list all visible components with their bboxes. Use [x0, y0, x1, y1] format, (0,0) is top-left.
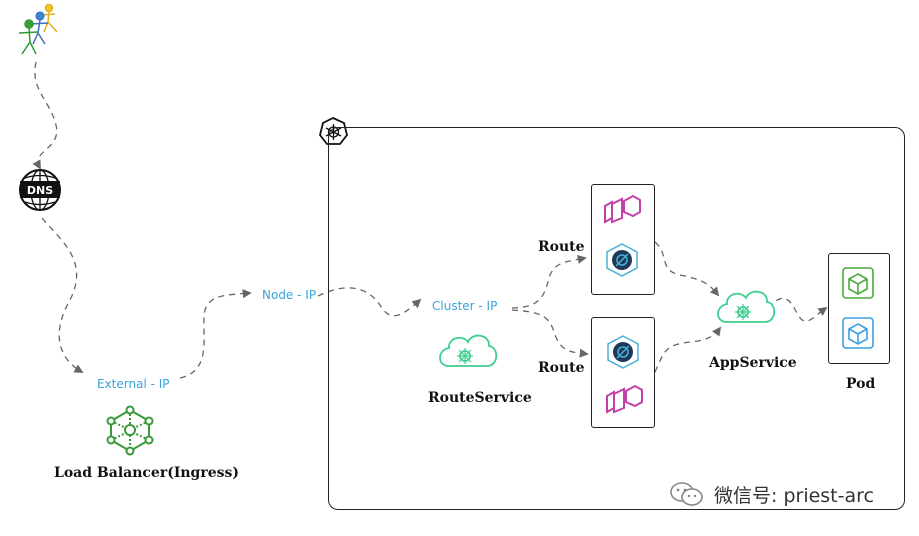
- edge-cluster-route-top: [511, 254, 587, 309]
- edge-route-top-app: [654, 241, 720, 297]
- edge-route-bottom-app: [654, 326, 722, 373]
- cloud-service-icon: [439, 334, 498, 367]
- label-load-balancer: Load Balancer(Ingress): [54, 465, 240, 481]
- connectors: [32, 61, 828, 379]
- pod-card[interactable]: [828, 253, 890, 364]
- load-balancer-icon: [106, 405, 154, 456]
- label-route-top: Route: [538, 239, 585, 255]
- watermark: 微信号: priest-arc: [668, 480, 874, 508]
- edge-label-cluster-ip: Cluster - IP: [432, 299, 498, 313]
- kubernetes-cluster-boundary: [328, 127, 905, 510]
- edge-users-dns: [32, 61, 58, 170]
- edge-cluster-route-bottom: [511, 309, 589, 358]
- watermark-text: 微信号: priest-arc: [714, 484, 874, 507]
- edge-label-node-ip: Node - IP: [262, 288, 317, 302]
- edge-lb-node: [179, 289, 252, 379]
- edge-app-pod: [767, 297, 828, 322]
- edge-node-cluster: [317, 287, 422, 317]
- label-pod: Pod: [846, 376, 876, 392]
- route-card-top[interactable]: [591, 184, 655, 295]
- users-icon: [18, 3, 58, 55]
- label-route-bottom: Route: [538, 360, 585, 376]
- edge-label-external-ip: External - IP: [97, 377, 170, 391]
- label-route-service: RouteService: [428, 390, 532, 406]
- label-app-service: AppService: [709, 355, 797, 371]
- dns-globe-icon: [19, 169, 61, 211]
- edge-dns-lb: [41, 217, 84, 373]
- route-card-bottom[interactable]: [591, 317, 655, 428]
- cloud-service-icon: [717, 290, 776, 323]
- wechat-icon: [670, 482, 703, 506]
